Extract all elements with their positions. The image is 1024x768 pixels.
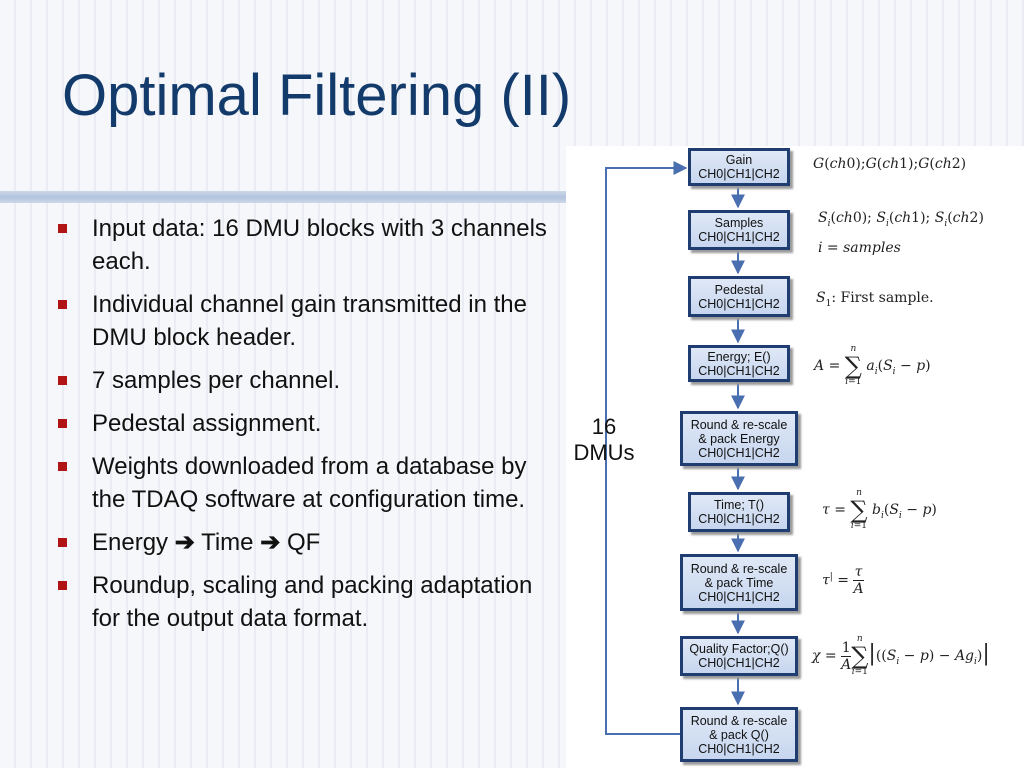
time-formula: τ = n∑i=1 bi(Si − p) — [822, 488, 937, 531]
bullet-item: Individual channel gain transmitted in t… — [58, 288, 548, 354]
bullet-text: 7 samples per channel. — [92, 367, 341, 394]
quality-pack-block: Round & re-scale & pack Q() CH0|CH1|CH2 — [680, 707, 798, 762]
processing-flow-diagram: 16 DMUs Gain CH0|CH1|CH2 Samples CH0|CH1… — [566, 146, 1024, 768]
time-pack-block: Round & re-scale & pack Time CH0|CH1|CH2 — [680, 554, 798, 611]
samples-block: Samples CH0|CH1|CH2 — [688, 210, 790, 250]
bullet-text: Weights downloaded from a database by th… — [92, 453, 527, 513]
quality-factor-block: Quality Factor;Q() CH0|CH1|CH2 — [680, 636, 798, 676]
sum-symbol: n∑i=1 — [850, 488, 868, 531]
bullet-item: Roundup, scaling and packing adaptation … — [58, 569, 548, 635]
bullet-square-icon — [58, 376, 67, 385]
bullet-item: Pedestal assignment. — [58, 407, 548, 440]
bullet-item: 7 samples per channel. — [58, 364, 548, 397]
bullet-square-icon — [58, 224, 67, 233]
bullet-item: Weights downloaded from a database by th… — [58, 450, 548, 516]
bullet-text-time: Time — [201, 529, 254, 556]
bullet-text: Pedestal assignment. — [92, 410, 322, 437]
right-arrow-icon: ➔ — [260, 529, 281, 556]
sum-symbol: n∑i=1 — [844, 344, 862, 387]
slide-title: Optimal Filtering (II) — [62, 63, 572, 128]
bullet-text: Individual channel gain transmitted in t… — [92, 291, 527, 351]
bullet-text: Input data: 16 DMU blocks with 3 channel… — [92, 215, 547, 275]
bullet-item: Input data: 16 DMU blocks with 3 channel… — [58, 212, 548, 278]
gain-formula: G(ch0);G(ch1);G(ch2) — [813, 156, 967, 172]
bullet-square-icon — [58, 419, 67, 428]
bullet-square-icon — [58, 538, 67, 547]
energy-block: Energy; E() CH0|CH1|CH2 — [688, 345, 790, 382]
energy-pack-block: Round & re-scale & pack Energy CH0|CH1|C… — [680, 411, 798, 466]
gain-block: Gain CH0|CH1|CH2 — [688, 148, 790, 186]
loop-count-label: 16 DMUs — [573, 414, 635, 465]
pedestal-formula: S1: First sample. — [816, 290, 934, 309]
bullet-item: Energy ➔ Time ➔ QF — [58, 526, 548, 559]
bullet-text: Roundup, scaling and packing adaptation … — [92, 572, 533, 632]
samples-formula: Si(ch0); Si(ch1); Si(ch2) — [818, 210, 984, 229]
pedestal-block: Pedestal CH0|CH1|CH2 — [688, 276, 790, 317]
bullet-square-icon — [58, 462, 67, 471]
time-block: Time; T() CH0|CH1|CH2 — [688, 492, 790, 532]
bullet-text-energy: Energy — [92, 529, 169, 556]
bullet-text-qf: QF — [286, 529, 321, 556]
right-arrow-icon: ➔ — [174, 529, 195, 556]
bullet-square-icon — [58, 300, 67, 309]
flow-connectors — [605, 161, 745, 735]
loop-back-arrow — [605, 161, 688, 735]
energy-formula: A = n∑i=1 ai(Si − p) — [814, 344, 931, 387]
bullet-list: Input data: 16 DMU blocks with 3 channel… — [58, 212, 548, 645]
bullet-square-icon — [58, 581, 67, 590]
samples-index-formula: i = samples — [818, 240, 901, 256]
sum-symbol: n∑i=1 — [851, 634, 869, 677]
